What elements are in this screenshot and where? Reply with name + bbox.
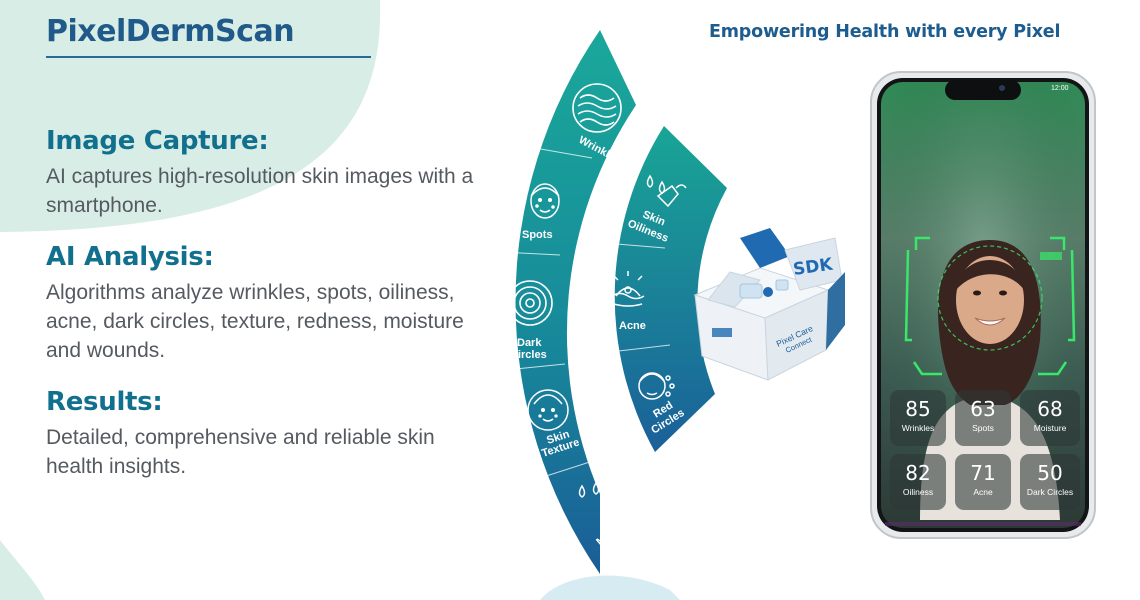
skin-texture-icon — [527, 389, 569, 431]
section-title: Results: — [46, 387, 163, 417]
status-time: 12:00 — [1051, 85, 1069, 92]
score-label: Dark Circles — [1026, 487, 1074, 497]
tagline: Empowering Health with every Pixel — [709, 22, 1061, 42]
water-drops-icon — [578, 481, 614, 498]
outer-label-circles: Circles — [510, 349, 547, 361]
score-label: Moisture — [1033, 423, 1067, 433]
oil-drops-icon — [646, 174, 687, 208]
score-value: 50 — [1037, 461, 1063, 485]
section-body: Algorithms analyze wrinkles, spots, oili… — [46, 281, 464, 362]
wrinkles-icon — [572, 83, 622, 133]
phone-notch — [945, 80, 1021, 100]
section-title: Image Capture: — [46, 126, 269, 156]
score-tile-wrinkles: 85 Wrinkles — [890, 390, 946, 446]
score-tile-dark-circles: 50 Dark Circles — [1020, 454, 1080, 510]
score-value: 82 — [905, 461, 931, 485]
section-body: AI captures high-resolution skin images … — [46, 165, 474, 217]
scan-frame — [904, 236, 1076, 376]
score-tile-acne: 71 Acne — [955, 454, 1011, 510]
score-value: 68 — [1037, 397, 1063, 421]
score-value: 63 — [970, 397, 996, 421]
person-face — [956, 256, 1024, 344]
score-value: 85 — [905, 397, 931, 421]
score-tile-oiliness: 82 Oiliness — [890, 454, 946, 510]
inner-separators — [604, 242, 671, 353]
score-tile-moisture: 68 Moisture — [1020, 390, 1080, 446]
light-blue-arc — [540, 575, 680, 600]
outer-label-dark: Dark — [517, 337, 542, 349]
acne-icon — [611, 271, 645, 307]
section-results: Results: Detailed, comprehensive and rel… — [46, 387, 486, 481]
mint-swoosh — [0, 0, 381, 232]
feature-sections: Image Capture: AI captures high-resoluti… — [46, 126, 486, 503]
inner-arc-band — [614, 126, 727, 452]
inner-label-acne: Acne — [619, 320, 646, 332]
score-label: Oiliness — [902, 487, 934, 497]
skin-analysis-arcs: Wrinkles Spots Dark Circles Skin Texture… — [499, 30, 845, 574]
outer-label-spots: Spots — [522, 229, 553, 241]
dark-circles-icon — [507, 280, 553, 326]
score-label: Acne — [973, 487, 993, 497]
score-label: Spots — [972, 423, 994, 433]
outer-separators — [499, 147, 597, 479]
score-tile-spots: 63 Spots — [955, 390, 1011, 446]
section-title: AI Analysis: — [46, 242, 214, 272]
score-label: Wrinkles — [901, 423, 935, 433]
sdk-box — [693, 228, 845, 381]
section-image-capture: Image Capture: AI captures high-resoluti… — [46, 126, 486, 220]
face-spots-icon — [530, 183, 560, 219]
section-ai-analysis: AI Analysis: Algorithms analyze wrinkles… — [46, 242, 486, 365]
section-body: Detailed, comprehensive and reliable ski… — [46, 426, 435, 478]
redness-face-icon — [638, 372, 675, 400]
scan-circle — [937, 245, 1043, 351]
outer-arc-band — [515, 30, 636, 574]
brand-underline — [46, 56, 371, 58]
score-value: 71 — [970, 461, 996, 485]
brand-title: PixelDermScan — [46, 14, 295, 49]
mint-corner — [0, 540, 45, 600]
